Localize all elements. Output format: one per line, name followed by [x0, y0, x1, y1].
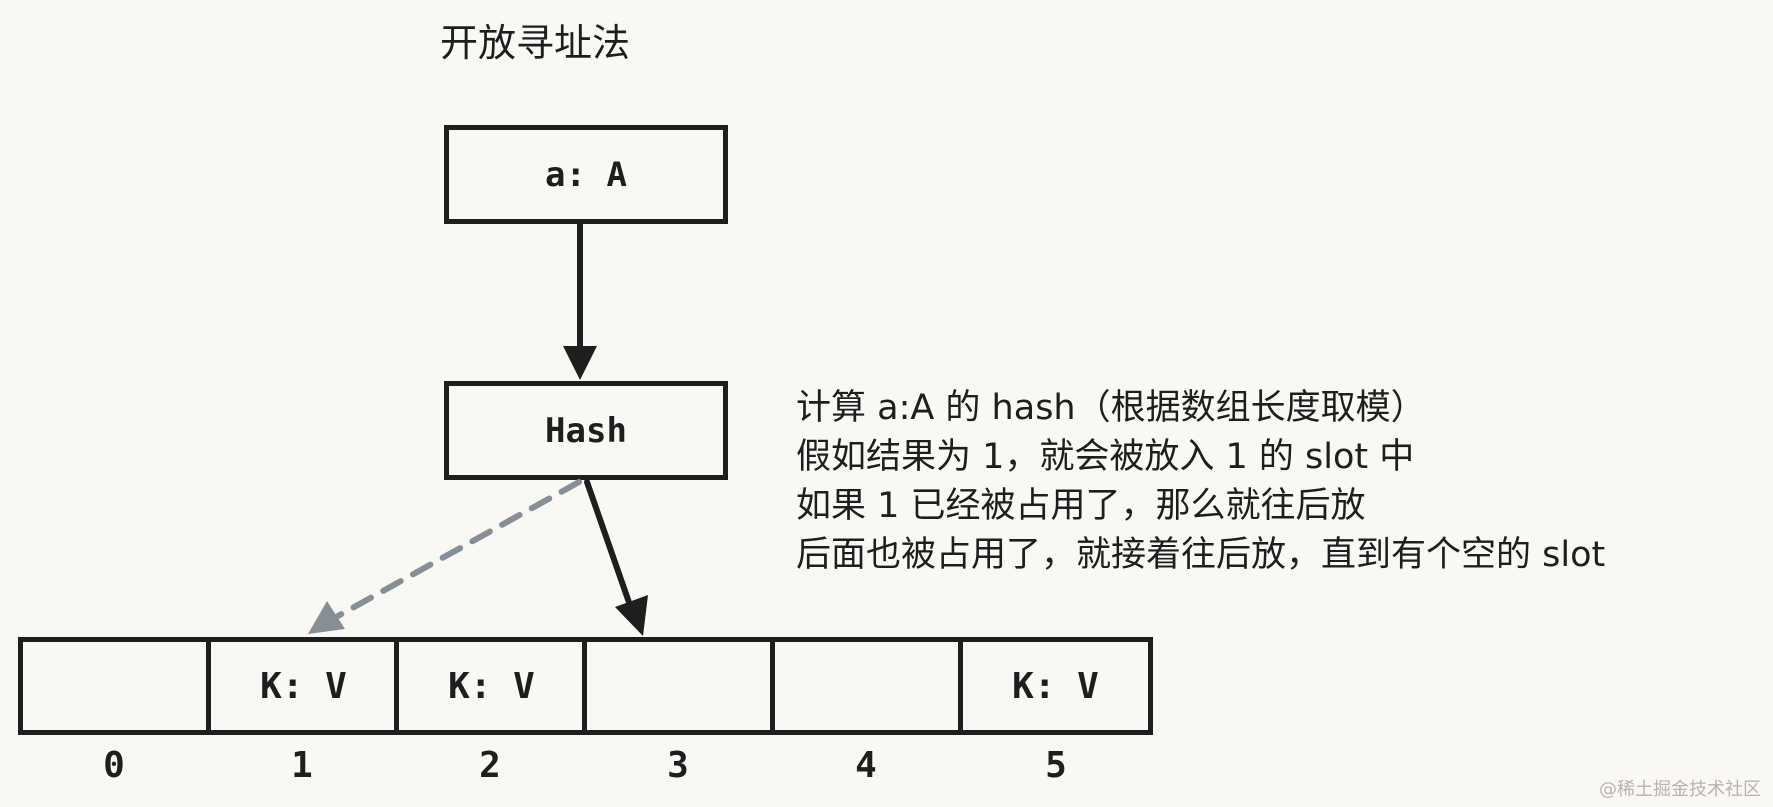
diagram-title: 开放寻址法 — [440, 21, 631, 65]
input-key-value-box: a: A — [444, 125, 728, 224]
hash-to-slot-1-dashed-arrowhead — [308, 601, 345, 634]
input-key-value-label: a: A — [545, 154, 627, 195]
slot-index-0: 0 — [103, 745, 125, 786]
slot-2-value: K: V — [448, 665, 535, 707]
slot-4 — [770, 637, 960, 735]
note-line-1: 计算 a:A 的 hash（根据数组长度取模） — [796, 388, 1426, 428]
slot-5-value: K: V — [1012, 665, 1099, 707]
note-line-2: 假如结果为 1，就会被放入 1 的 slot 中 — [796, 437, 1415, 477]
slot-index-2: 2 — [479, 745, 501, 786]
slot-index-5: 5 — [1045, 745, 1067, 786]
slot-index-3: 3 — [667, 745, 689, 786]
hash-to-slot-1-dashed-arrow-line — [335, 479, 582, 619]
hash-to-slot-3-arrowhead — [615, 595, 648, 636]
note-line-3: 如果 1 已经被占用了，那么就往后放 — [796, 486, 1366, 526]
slot-index-1: 1 — [291, 745, 313, 786]
hash-to-slot-3-arrow-line — [584, 479, 635, 614]
hash-function-label: Hash — [545, 410, 627, 451]
slot-3 — [582, 637, 772, 735]
input-to-hash-arrowhead — [563, 346, 597, 380]
note-line-4: 后面也被占用了，就接着往后放，直到有个空的 slot — [796, 535, 1606, 575]
hash-function-box: Hash — [444, 381, 728, 480]
slot-1-value: K: V — [260, 665, 347, 707]
watermark: @稀土掘金技术社区 — [1599, 779, 1761, 800]
slot-5: K: V — [958, 637, 1153, 735]
explanation-note: 计算 a:A 的 hash（根据数组长度取模） 假如结果为 1，就会被放入 1 … — [796, 384, 1605, 580]
slot-index-4: 4 — [855, 745, 877, 786]
slot-0 — [18, 637, 208, 735]
slot-1: K: V — [206, 637, 396, 735]
slot-2: K: V — [394, 637, 584, 735]
